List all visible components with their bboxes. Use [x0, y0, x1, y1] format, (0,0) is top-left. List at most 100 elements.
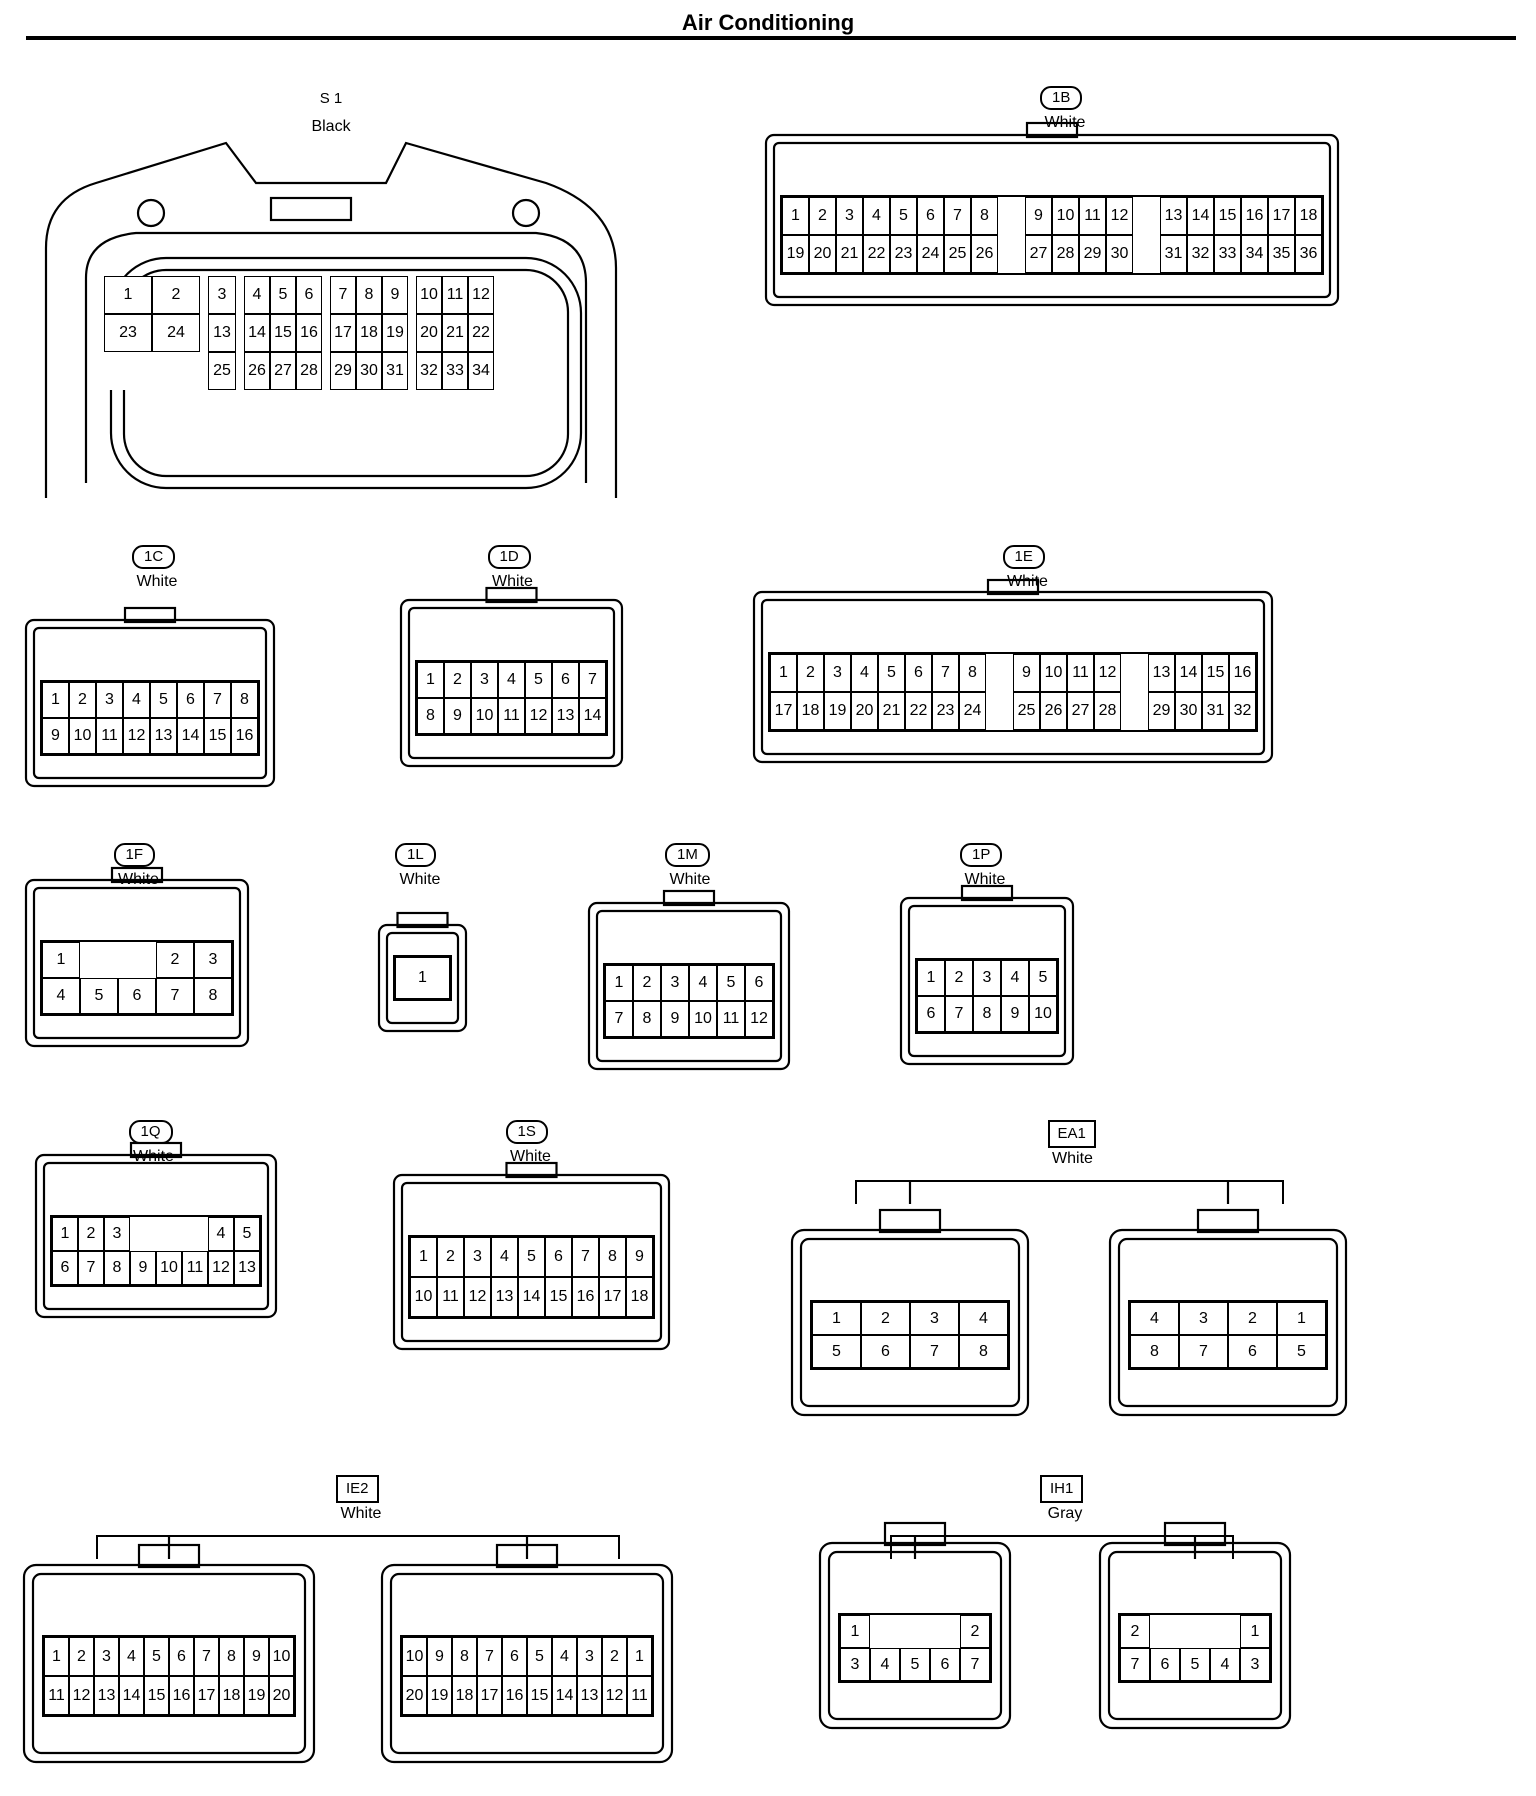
pin: 25	[1013, 692, 1040, 730]
connector-pair-bracket	[96, 1535, 620, 1559]
pin: 8	[104, 1251, 130, 1285]
pin: 5	[1180, 1648, 1210, 1681]
pin: 11	[437, 1277, 464, 1317]
pin: 13	[1160, 197, 1187, 235]
pin: 21	[442, 314, 468, 352]
pin: 12	[468, 276, 494, 314]
connector-color: White	[399, 871, 441, 888]
pin: 25	[944, 235, 971, 273]
pin: 26	[971, 235, 998, 273]
pin: 10	[689, 1001, 717, 1037]
connector-code: 1C	[132, 545, 176, 569]
pin: 16	[572, 1277, 599, 1317]
pin: 22	[468, 314, 494, 352]
pin: 23	[104, 314, 152, 352]
pin: 12	[69, 1676, 94, 1715]
pin: 17	[330, 314, 356, 352]
pin: 7	[932, 654, 959, 692]
pin: 30	[356, 352, 382, 390]
pin: 5	[518, 1237, 545, 1277]
pin: 15	[270, 314, 296, 352]
pin: 16	[169, 1676, 194, 1715]
pin: 2	[602, 1637, 627, 1676]
pin: 8	[452, 1637, 477, 1676]
pin: 19	[782, 235, 809, 273]
pin: 4	[244, 276, 270, 314]
pin: 21	[878, 692, 905, 730]
pin: 4	[491, 1237, 518, 1277]
pin: 15	[527, 1676, 552, 1715]
pin: 6	[52, 1251, 78, 1285]
pin: 16	[296, 314, 322, 352]
pin: 18	[219, 1676, 244, 1715]
pin: 11	[1067, 654, 1094, 692]
pin: 8	[356, 276, 382, 314]
pin: 3	[577, 1637, 602, 1676]
pin: 13	[94, 1676, 119, 1715]
pin: 9	[427, 1637, 452, 1676]
pin: 10	[471, 698, 498, 734]
pin: 8	[633, 1001, 661, 1037]
connector-color: White	[1052, 1150, 1093, 1167]
pin: 33	[1214, 235, 1241, 273]
pin: 32	[1229, 692, 1256, 730]
pin: 14	[1187, 197, 1214, 235]
pin: 6	[917, 996, 945, 1032]
pin: 14	[244, 314, 270, 352]
connector-code: 1F	[113, 843, 156, 867]
pin: 9	[444, 698, 471, 734]
pin: 8	[599, 1237, 626, 1277]
pin: 10	[402, 1637, 427, 1676]
pin: 7	[960, 1648, 990, 1681]
pin: 16	[1229, 654, 1256, 692]
pin: 1	[627, 1637, 652, 1676]
pin: 36	[1295, 235, 1322, 273]
pin: 15	[204, 718, 231, 754]
pin: 28	[296, 352, 322, 390]
pin: 18	[452, 1676, 477, 1715]
pin: 34	[1241, 235, 1268, 273]
pin: 4	[959, 1302, 1008, 1335]
pin: 8	[1130, 1335, 1179, 1368]
pin: 6	[118, 978, 156, 1014]
pin: 23	[932, 692, 959, 730]
pin: 23	[890, 235, 917, 273]
pin: 1	[812, 1302, 861, 1335]
pin: 5	[144, 1637, 169, 1676]
pin: 11	[182, 1251, 208, 1285]
pin: 13	[1148, 654, 1175, 692]
pin: 8	[417, 698, 444, 734]
pin: 34	[468, 352, 494, 390]
pin: 11	[96, 718, 123, 754]
pin: 32	[416, 352, 442, 390]
pin-grid: 1	[393, 955, 452, 1001]
pin: 11	[498, 698, 525, 734]
pin: 28	[1052, 235, 1079, 273]
pin: 28	[1094, 692, 1121, 730]
pin: 2	[861, 1302, 910, 1335]
connector-code: EA1	[1047, 1120, 1096, 1148]
connector-code: 1S	[505, 1120, 548, 1144]
pin: 1	[42, 942, 80, 978]
pin: 19	[244, 1676, 269, 1715]
pin: 12	[1094, 654, 1121, 692]
pin: 8	[971, 197, 998, 235]
pin: 3	[104, 1217, 130, 1251]
pin: 4	[42, 978, 80, 1014]
pin: 3	[96, 682, 123, 718]
pin: 20	[402, 1676, 427, 1715]
pin	[1180, 1615, 1210, 1648]
pin: 14	[552, 1676, 577, 1715]
pin: 5	[717, 965, 745, 1001]
pin: 4	[863, 197, 890, 235]
pin: 20	[851, 692, 878, 730]
pin: 29	[1079, 235, 1106, 273]
